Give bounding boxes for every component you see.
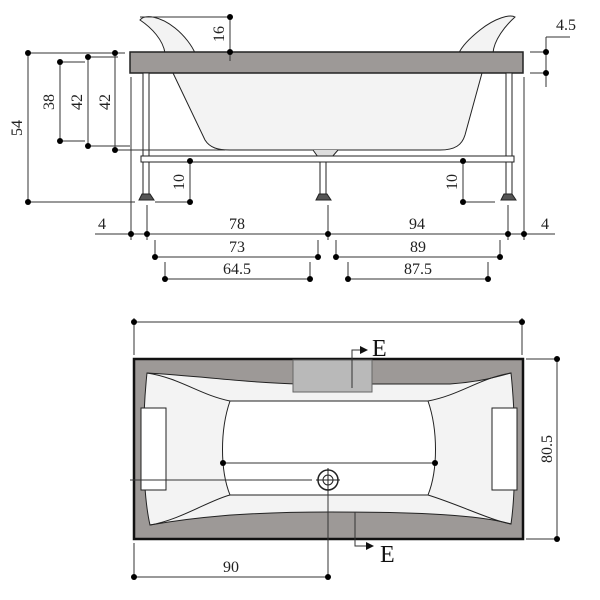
dim-rim: 4.5 [556, 17, 576, 34]
dim-frame-left: 73 [229, 239, 245, 256]
tub-body [172, 72, 483, 151]
section-mark-bottom: E [380, 542, 395, 568]
dim-depth-38: 38 [41, 94, 58, 110]
right-headrest [458, 15, 516, 54]
dim-overhang-right: 4 [541, 216, 549, 233]
dim-width: 80.5 [539, 435, 556, 463]
rim [129, 51, 524, 74]
top-view: 80.5 90 E E [130, 318, 560, 580]
dim-drain-offset: 90 [223, 559, 239, 576]
drain-icon [316, 468, 340, 492]
control-panel [292, 359, 373, 393]
dim-leg-right: 10 [444, 174, 461, 190]
dim-frame-right: 89 [410, 239, 426, 256]
dim-leg-left: 10 [171, 174, 188, 190]
basin [222, 400, 436, 496]
dim-span-right: 94 [409, 216, 425, 233]
dim-depth-42a: 42 [69, 94, 86, 110]
dim-total-height: 54 [9, 120, 26, 136]
left-headrest [139, 16, 196, 54]
dim-overhang-left: 4 [98, 216, 106, 233]
dim-span-left: 78 [229, 216, 245, 233]
section-mark-top: E [372, 336, 387, 362]
right-pillow [491, 407, 518, 491]
dim-headrest: 16 [211, 26, 228, 42]
dim-inner-right: 87.5 [404, 261, 432, 278]
left-pillow [140, 407, 167, 491]
dim-inner-left: 64.5 [223, 261, 251, 278]
dim-depth-42b: 42 [97, 94, 114, 110]
